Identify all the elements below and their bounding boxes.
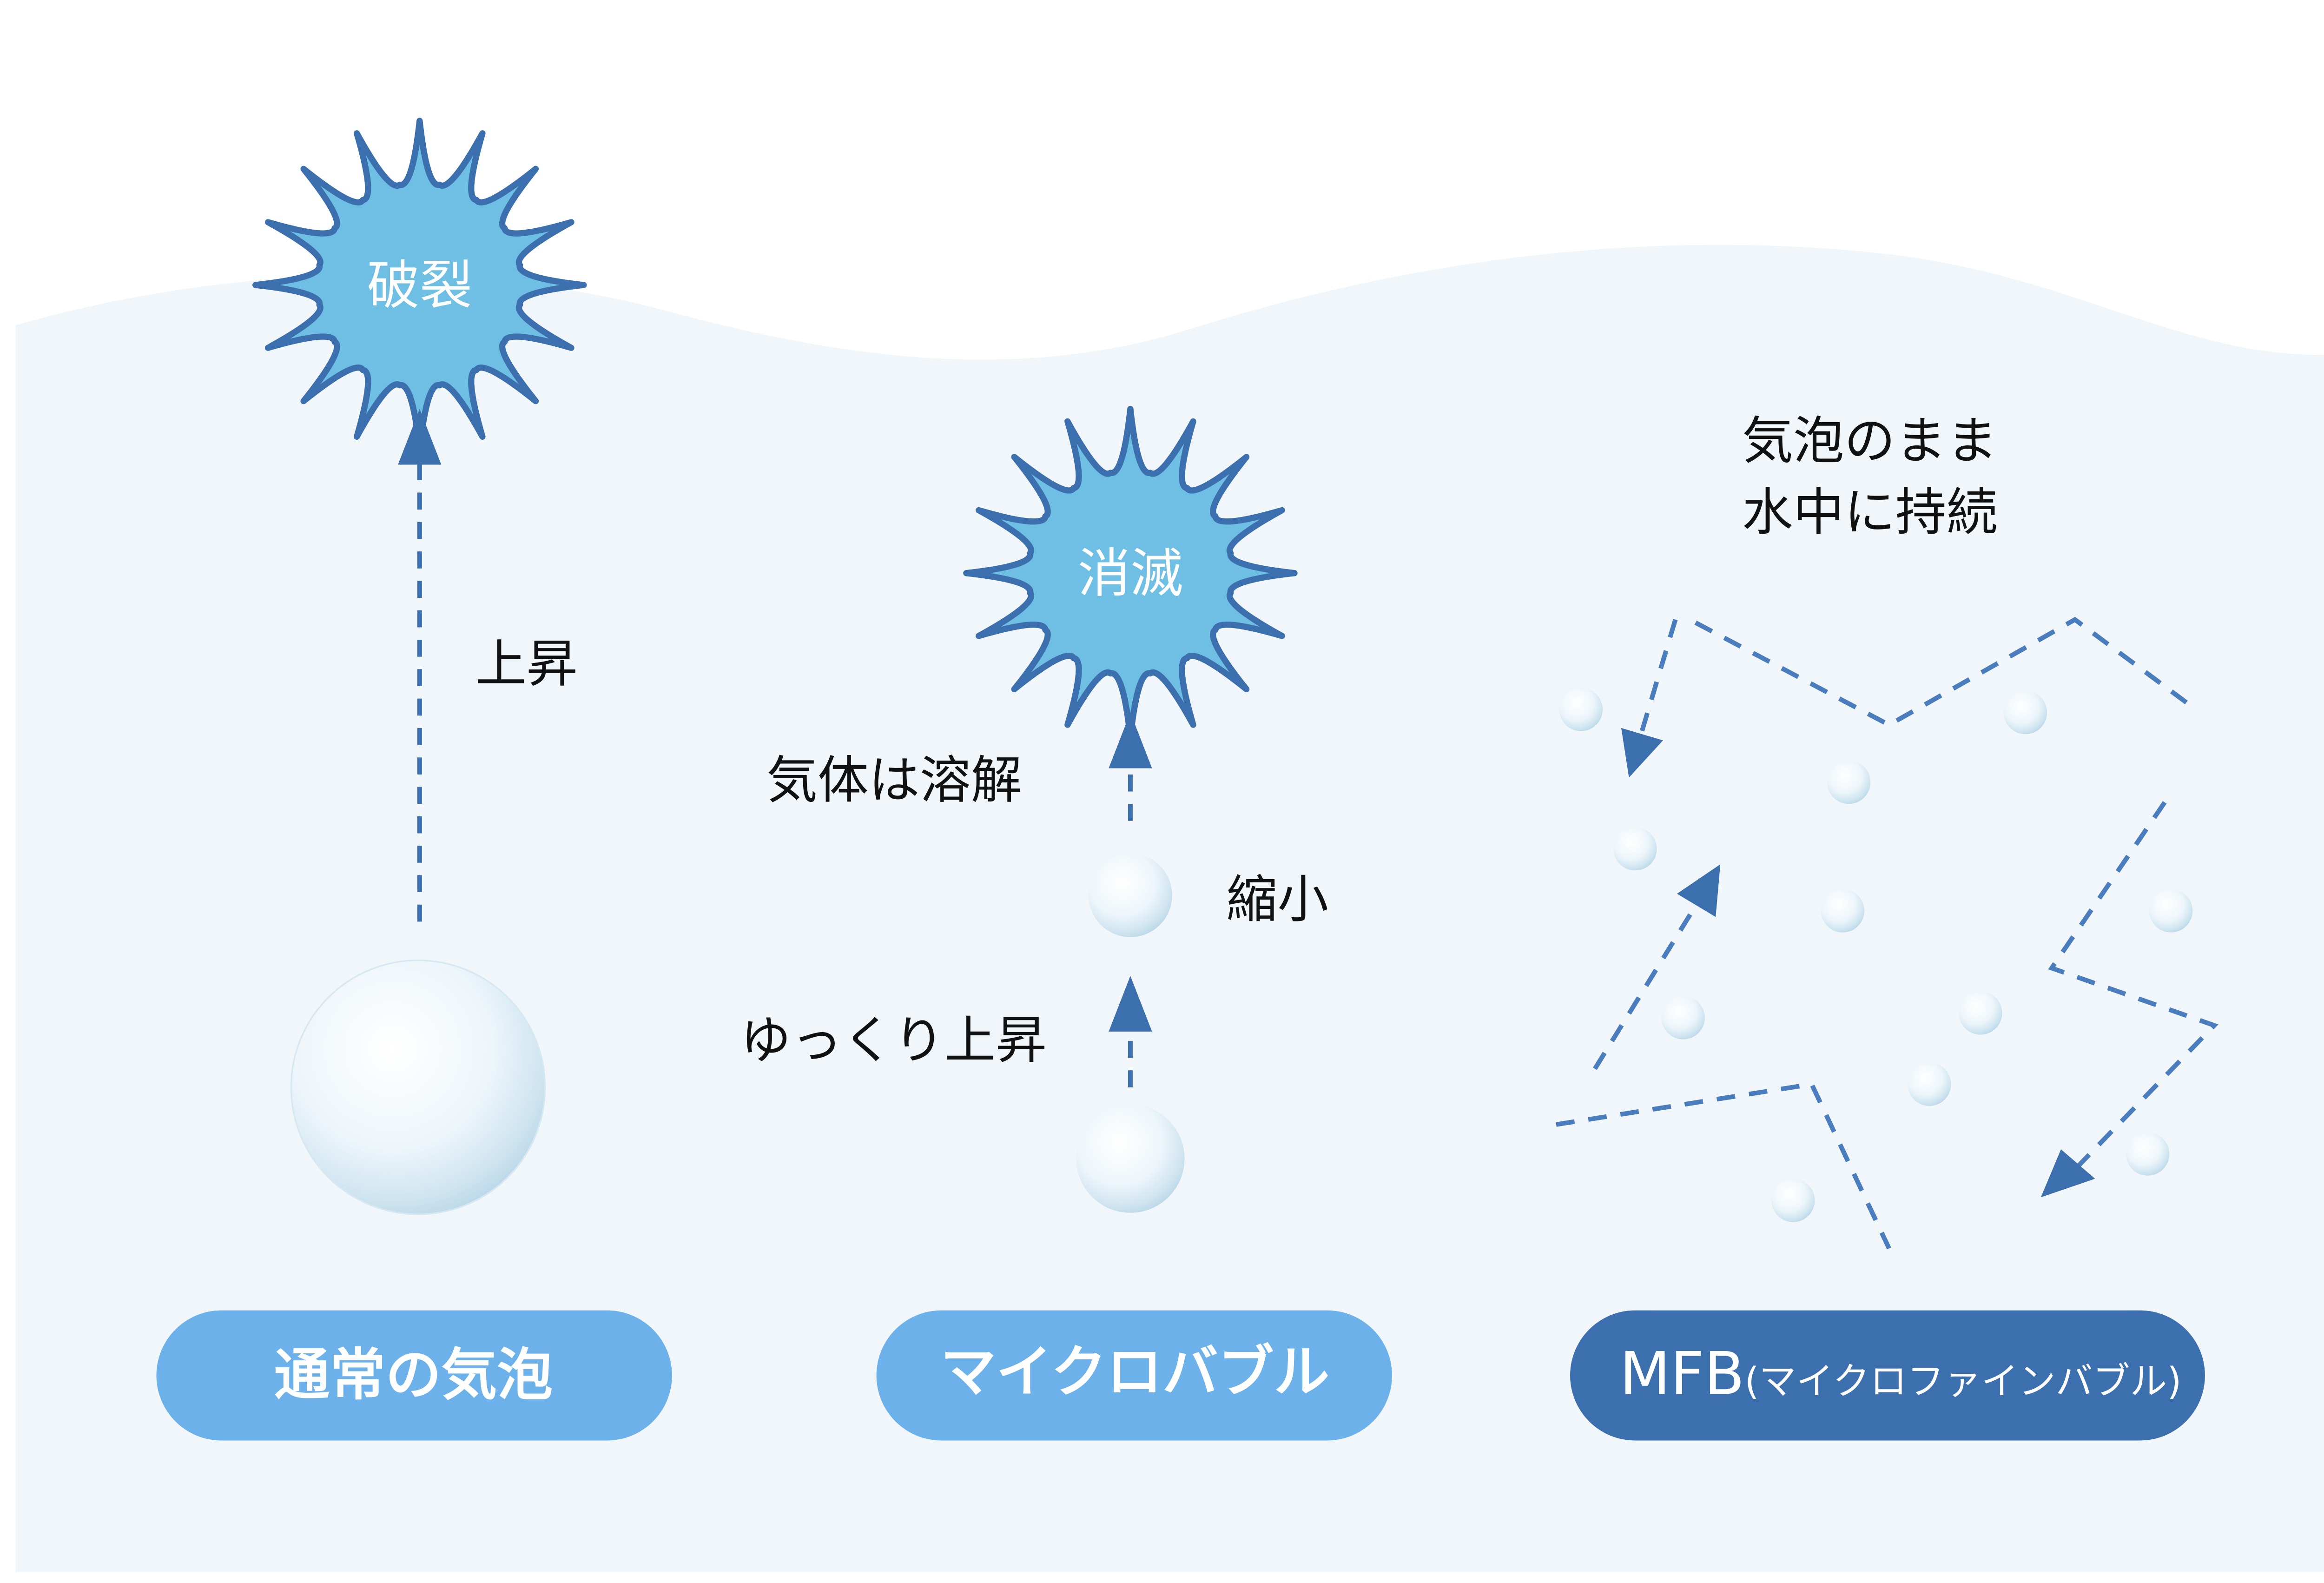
mfb-pill-label-main: MFB (1620, 1339, 1745, 1408)
fine-bubbles (1559, 688, 2193, 1222)
fine-bubble (1827, 760, 1871, 804)
fine-bubble (1821, 889, 1865, 933)
arrow-head-icon (1109, 712, 1152, 768)
arrow-head-icon (1621, 728, 1663, 778)
arrow-head-icon (1677, 864, 1721, 917)
mfb-note-line2: 水中に持続 (1742, 482, 1998, 542)
normal-bubble-pill (156, 1310, 672, 1441)
arrow-head-icon (2040, 1149, 2095, 1198)
large-bubble (290, 959, 546, 1215)
micro-bubble-column: 消滅 気体は溶解 縮小 ゆっくり上昇 マイクロバブル (740, 405, 1392, 1441)
mfb-note-line1: 気泡のまま (1742, 411, 1998, 470)
micro-bubble (1076, 1104, 1185, 1213)
fine-bubble (1959, 991, 2002, 1035)
fine-bubble (1559, 688, 1603, 731)
burst-label: 破裂 (367, 255, 473, 316)
micro-bubble-pill-label: マイクロバブル (940, 1340, 1329, 1404)
path-line (1694, 616, 2197, 728)
rise-label: 上昇 (475, 634, 578, 694)
fine-bubble (2149, 889, 2193, 933)
fine-bubble (1771, 1179, 1815, 1222)
normal-bubble-pill-label: 通常の気泡 (274, 1343, 553, 1408)
micro-bubble-pill (876, 1310, 1392, 1441)
fine-bubble (1661, 996, 1705, 1040)
slow-rise-label: ゆっくり上昇 (740, 1011, 1047, 1070)
mfb-pill (1570, 1310, 2205, 1441)
mfb-pill-label: MFB(マイクロファインバブル) (1620, 1339, 2182, 1408)
small-bubble (1088, 853, 1172, 937)
dissolve-label: 気体は溶解 (766, 750, 1022, 810)
normal-bubble-column: 破裂 上昇 通常の気泡 (156, 118, 672, 1441)
fine-bubble (1613, 827, 1657, 871)
fine-bubble (2126, 1132, 2170, 1176)
arrow-head-icon (398, 409, 442, 465)
fine-bubble (2003, 690, 2047, 735)
fine-bubble (1908, 1062, 1951, 1106)
path-line (1593, 897, 1703, 1070)
arrow-head-icon (1109, 975, 1152, 1032)
path-line (1636, 619, 1678, 744)
mfb-pill-label-sub: (マイクロファインバブル) (1745, 1360, 2182, 1403)
path-line (2048, 801, 2218, 1171)
mfb-column: 気泡のまま 水中に持続 MFB(マイクロファインバブル) (1556, 411, 2218, 1441)
shrink-label: 縮小 (1226, 869, 1328, 929)
vanish-label: 消滅 (1078, 543, 1183, 604)
